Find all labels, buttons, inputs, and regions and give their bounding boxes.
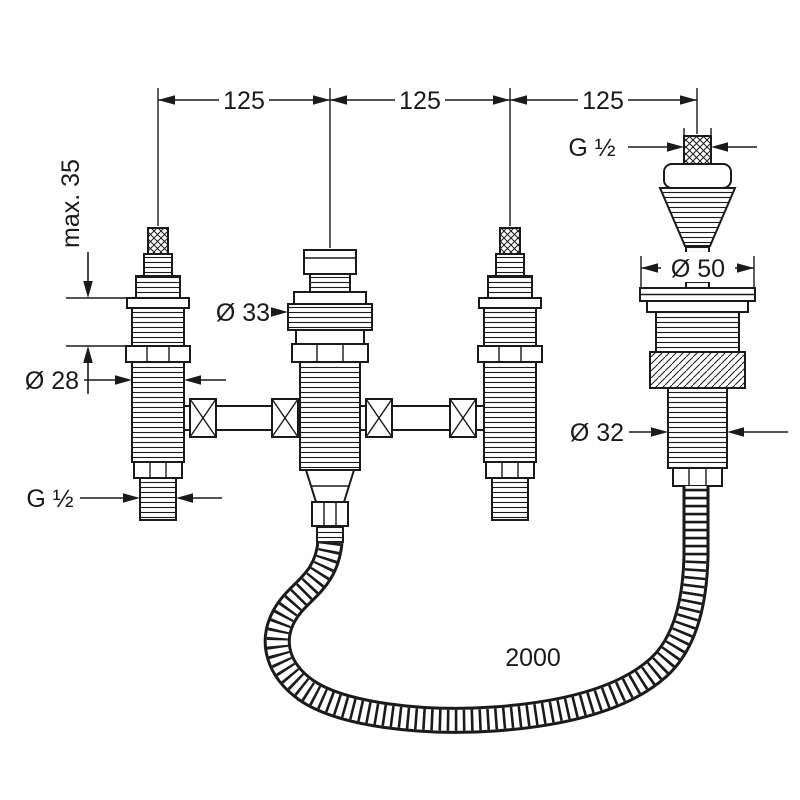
g-half-bottom-label: G ½	[26, 485, 73, 513]
dimension-dia-28: Ø 28	[25, 367, 226, 395]
dim-125-right-label: 125	[582, 87, 624, 115]
plug-cone	[658, 187, 737, 247]
dimension-max-35: max. 35	[57, 159, 126, 394]
right-valve-upper-thread	[483, 307, 537, 347]
center-valve-threaded-body	[299, 361, 361, 471]
dia-32-label: Ø 32	[570, 419, 624, 447]
dimension-dia-32: Ø 32	[570, 419, 788, 447]
left-valve-threaded-body	[131, 361, 185, 463]
right-valve-lower-hex	[485, 461, 535, 479]
drain-hatched-nut	[649, 351, 746, 389]
left-valve-spindle	[143, 253, 173, 277]
g-half-top-label: G ½	[568, 134, 615, 162]
drain-hose-collar	[672, 467, 723, 487]
dimension-g-half-top: G ½	[568, 128, 757, 166]
dimension-dia-33: Ø 33	[216, 299, 288, 327]
right-valve-knurled-tip	[499, 227, 521, 255]
hose-length-label: 2000	[505, 644, 561, 672]
drain-body	[639, 287, 756, 487]
dim-125-left-label: 125	[223, 87, 265, 115]
drain-threaded-body	[655, 311, 740, 353]
dia-28-label: Ø 28	[25, 367, 79, 395]
center-valve-hose-hex	[311, 501, 349, 527]
drain-flange-under	[646, 300, 749, 313]
left-valve-upper-thread	[131, 307, 185, 347]
right-valve-hex-nut	[477, 345, 543, 363]
union-fitting	[189, 398, 217, 438]
center-valve-flange-body	[287, 303, 373, 331]
center-valve-flange-top	[293, 291, 367, 305]
dia-33-label: Ø 33	[216, 299, 270, 327]
dimension-dia-50: Ø 50	[640, 252, 755, 288]
flexible-hose	[263, 486, 710, 734]
right-valve-flange	[478, 297, 542, 309]
union-fitting	[365, 398, 393, 438]
center-valve-neck	[309, 273, 351, 293]
plug-cap	[663, 163, 732, 189]
dimension-top-chain: 125 125 125	[157, 85, 698, 248]
right-valve-cap	[487, 275, 533, 299]
center-valve-top-cylinder	[303, 249, 357, 275]
right-valve	[477, 227, 543, 521]
dimension-g-half-bottom: G ½	[26, 485, 222, 513]
left-valve-lower-hex	[133, 461, 183, 479]
plug-knurled-stem	[683, 135, 712, 167]
right-valve-threaded-body	[483, 361, 537, 463]
right-valve-spindle	[495, 253, 525, 277]
right-valve-tailpiece	[491, 477, 529, 521]
left-valve	[125, 227, 191, 521]
dim-125-mid-label: 125	[399, 87, 441, 115]
connecting-pipes	[183, 398, 485, 438]
center-valve-hose-collar	[316, 525, 344, 543]
left-valve-hex-nut	[125, 345, 191, 363]
dia-50-label: Ø 50	[671, 255, 725, 283]
center-valve-hex-nut	[291, 343, 369, 363]
left-valve-cap	[135, 275, 181, 299]
max-35-label: max. 35	[57, 159, 85, 248]
left-valve-flange	[126, 297, 190, 309]
center-valve	[287, 249, 373, 543]
union-fitting	[271, 398, 299, 438]
drain-tailpiece	[667, 387, 728, 469]
left-valve-knurled-tip	[147, 227, 169, 255]
union-fitting	[449, 398, 477, 438]
left-valve-tailpiece	[139, 477, 177, 521]
hose-length-dimension: 2000	[494, 642, 572, 672]
center-valve-collar	[295, 329, 365, 345]
